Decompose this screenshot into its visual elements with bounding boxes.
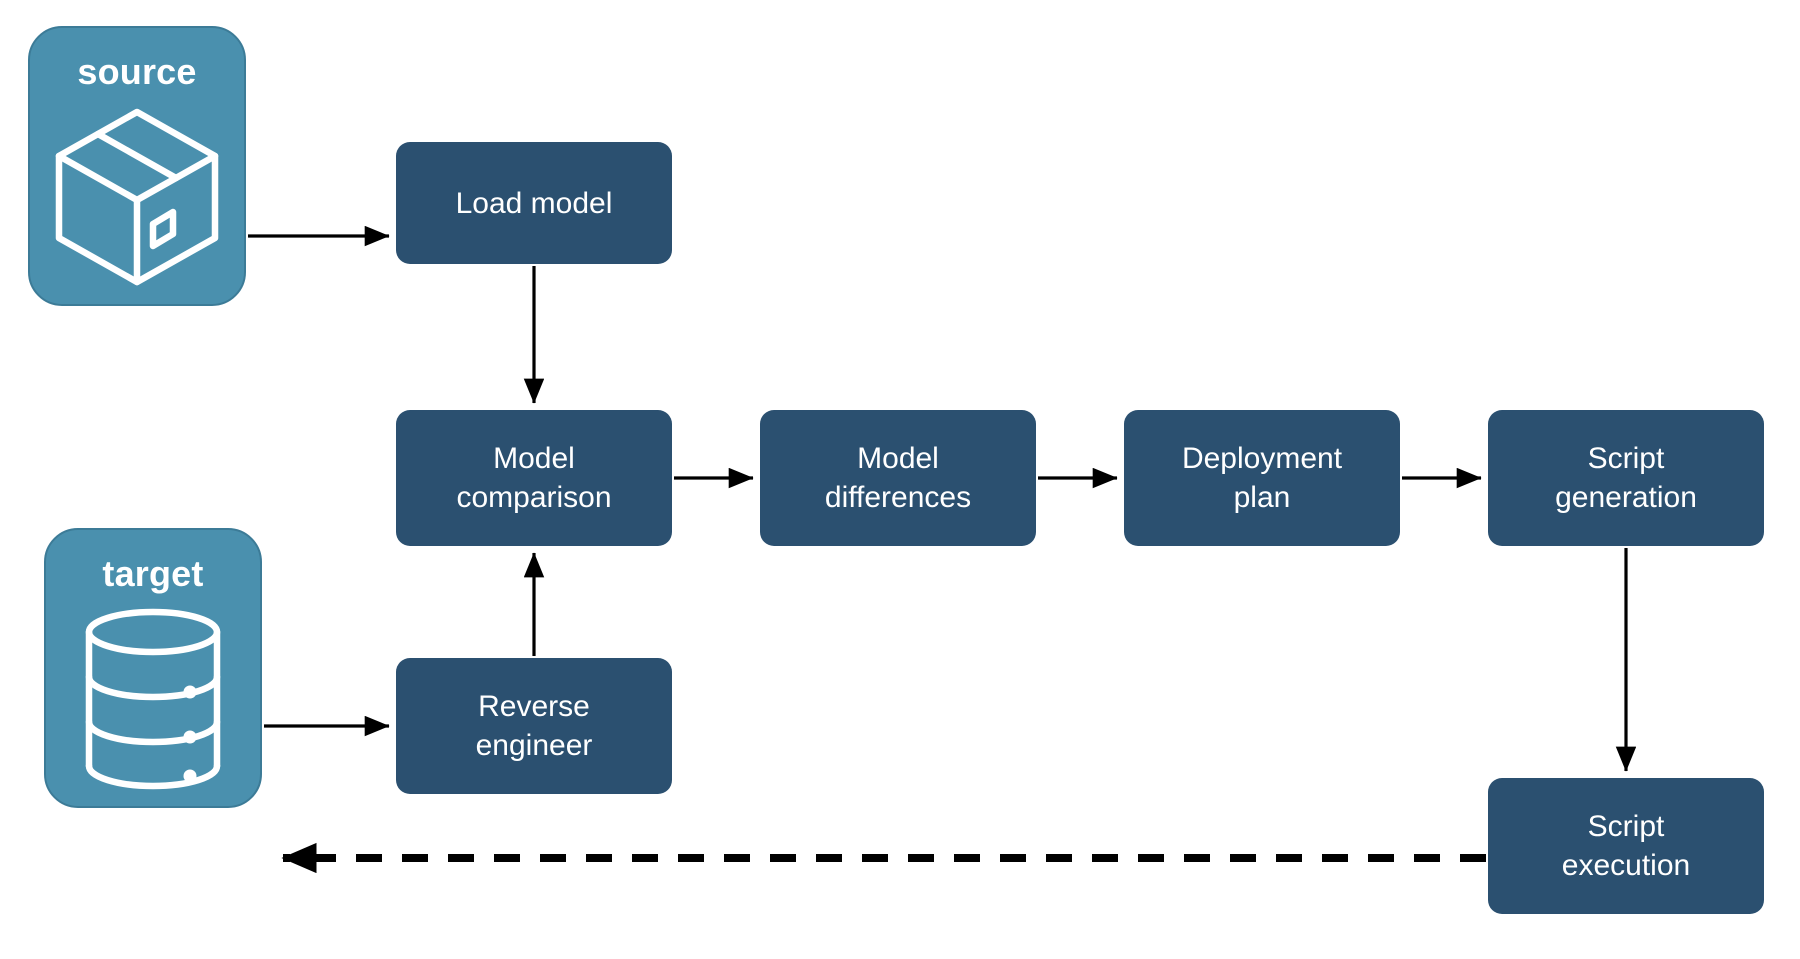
process-script-generation-label: Script generation	[1555, 442, 1697, 514]
endpoint-source-label: source	[77, 51, 197, 92]
database-cylinder-icon	[46, 592, 260, 806]
endpoint-source[interactable]: source	[28, 26, 246, 306]
process-load-model-label: Load model	[455, 186, 613, 220]
package-box-icon	[30, 90, 244, 304]
process-script-generation[interactable]: Script generation	[1488, 410, 1764, 546]
process-model-differences[interactable]: Model differences	[760, 410, 1036, 546]
process-script-execution-label: Script execution	[1561, 810, 1691, 882]
process-model-differences-label: Model differences	[824, 442, 972, 514]
process-model-comparison-label: Model comparison	[456, 442, 612, 514]
process-deployment-plan[interactable]: Deployment plan	[1124, 410, 1400, 546]
process-deployment-plan-label: Deployment plan	[1181, 442, 1343, 514]
process-script-execution[interactable]: Script execution	[1488, 778, 1764, 914]
process-model-comparison[interactable]: Model comparison	[396, 410, 672, 546]
process-load-model[interactable]: Load model	[396, 142, 672, 264]
process-reverse-engineer[interactable]: Reverse engineer	[396, 658, 672, 794]
process-reverse-engineer-label: Reverse engineer	[475, 690, 593, 762]
endpoint-target[interactable]: target	[44, 528, 262, 808]
endpoint-target-label: target	[102, 553, 204, 594]
